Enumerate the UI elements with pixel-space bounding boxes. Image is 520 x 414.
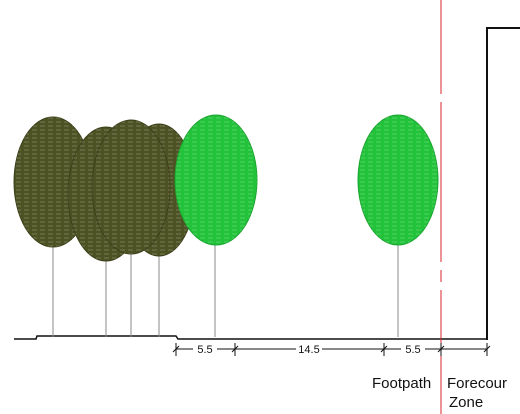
dimension-label-footpath-1: 5.5 — [197, 344, 212, 356]
bright-tree-canopy — [175, 115, 257, 245]
dark-tree-canopy — [92, 120, 170, 254]
diagonal-tick — [231, 345, 239, 353]
ground-line — [14, 335, 487, 340]
diagonal-tick — [483, 345, 491, 353]
tree-trunks — [52, 240, 399, 337]
dark-tree-group — [13, 116, 196, 262]
building-outline — [486, 27, 520, 340]
diagonal-tick — [380, 345, 388, 353]
dimension-label-footpath-2: 5.5 — [405, 344, 420, 356]
bright-tree-group — [174, 114, 439, 246]
zone-label-footpath: Footpath — [372, 375, 431, 392]
dimension-line — [172, 343, 491, 356]
zone-label-forecourt-line2: Zone — [449, 394, 483, 411]
diagonal-tick — [437, 345, 445, 353]
diagonal-tick — [172, 345, 180, 353]
zone-label-forecourt-line1: Forecour — [447, 375, 507, 392]
bright-tree-canopy — [358, 115, 438, 245]
dimension-label-carriageway: 14.5 — [298, 344, 319, 356]
